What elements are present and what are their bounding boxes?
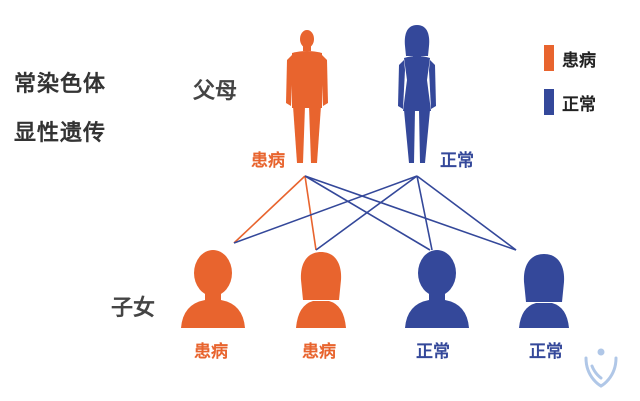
connections-parent-affected bbox=[233, 175, 317, 251]
link-parent2-child2 bbox=[315, 175, 418, 251]
child-3-male-head-icon bbox=[405, 250, 469, 328]
link-parent2-child4 bbox=[416, 175, 517, 251]
link-parent1-child1 bbox=[233, 175, 306, 244]
link-parent2-child1 bbox=[233, 175, 418, 244]
link-parent1-child2 bbox=[304, 175, 317, 251]
title-line-2: 显性遗传 bbox=[14, 121, 107, 146]
child-3-status-label: 正常 bbox=[416, 342, 450, 362]
child-1-status-label: 患病 bbox=[194, 342, 228, 362]
generation-label-parents: 父母 bbox=[193, 79, 238, 104]
parent-2-status-label: 正常 bbox=[440, 151, 474, 171]
child-2-female-head-icon bbox=[296, 252, 346, 328]
title-line-1: 常染色体 bbox=[14, 72, 107, 97]
legend-swatch-normal bbox=[544, 89, 554, 115]
child-4-status-label: 正常 bbox=[529, 342, 563, 362]
legend-swatch-affected bbox=[544, 45, 554, 71]
link-parent2-child3 bbox=[416, 175, 433, 251]
connections-parent-normal-links bbox=[233, 175, 517, 251]
child-2-status-label: 患病 bbox=[302, 342, 336, 362]
male-body-icon bbox=[286, 30, 328, 163]
parent-1-status-label: 患病 bbox=[251, 151, 285, 171]
generation-label-children: 子女 bbox=[111, 296, 156, 321]
legend-label-affected: 患病 bbox=[562, 51, 596, 71]
child-1-male-head-icon bbox=[181, 250, 245, 328]
female-body-icon bbox=[398, 25, 436, 163]
child-4-female-head-icon bbox=[519, 254, 569, 328]
legend-label-normal: 正常 bbox=[562, 95, 596, 115]
link-parent1-child4 bbox=[304, 175, 517, 251]
heart-logo-icon bbox=[584, 348, 618, 388]
